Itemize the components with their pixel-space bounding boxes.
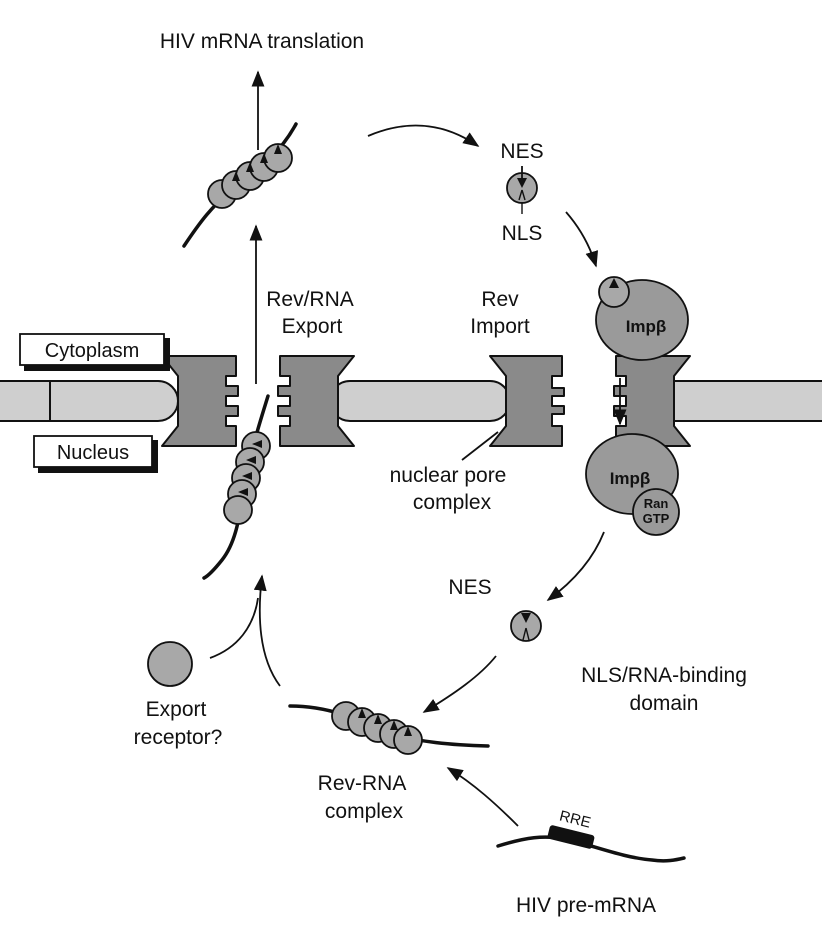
rev-rna-complex-label-line2: complex [325, 800, 404, 823]
complex-export-arrow [253, 574, 281, 687]
translation-label: HIV mRNA translation [160, 30, 364, 53]
rev-monomer-cytoplasm [506, 166, 538, 214]
nes-top-label: NES [500, 140, 543, 163]
membrane-segment-middle [329, 380, 511, 422]
export-label-line1: Rev/RNA [266, 288, 354, 311]
export-receptor-label-line2: receptor? [134, 726, 223, 749]
nls-top-label: NLS [502, 222, 543, 245]
import-label-line2: Import [470, 315, 530, 338]
nuclear-pore-right-import [489, 355, 565, 447]
nuclear-pore-center [277, 355, 355, 447]
npc-label-line2: complex [413, 491, 492, 514]
nls-domain-label-line2: domain [630, 692, 699, 715]
rev-rna-multimer [331, 701, 423, 755]
cycle-arrow-binding [422, 655, 497, 713]
importin-top-label: Impβ [626, 317, 667, 336]
importin-bottom-label: Impβ [610, 469, 651, 488]
npc-pointer-line [461, 431, 499, 461]
membrane-segment-far-left [0, 380, 51, 422]
membrane-segment-right [671, 380, 822, 422]
rev-monomer-nucleus [510, 610, 542, 642]
import-label-line1: Rev [481, 288, 519, 311]
npc-label-line1: nuclear pore [390, 464, 507, 487]
rre-element [547, 825, 595, 849]
nucleus-box: Nucleus [33, 435, 158, 473]
importin-beta-nucleus: Impβ Ran GTP [585, 433, 680, 536]
export-receptor-label-line1: Export [146, 698, 207, 721]
nuclear-rev-multimer [223, 431, 271, 525]
export-label-line2: Export [282, 315, 343, 338]
gtp-label: GTP [643, 511, 670, 526]
export-receptor [147, 641, 193, 687]
nuclear-envelope [0, 380, 822, 422]
cycle-arrow-to-importin [565, 211, 599, 268]
ran-label: Ran [644, 496, 669, 511]
cycle-arrow-release [546, 531, 605, 601]
nucleus-label: Nucleus [57, 442, 129, 464]
pre-mrna-strand [496, 835, 686, 863]
nls-domain-label-line1: NLS/RNA-binding [581, 664, 747, 687]
cytoplasm-rev-multimer [207, 143, 293, 209]
cycle-arrow-from-premrna [446, 767, 519, 827]
nuclear-pore-left [161, 355, 239, 447]
pre-mrna-label: HIV pre-mRNA [516, 894, 656, 917]
importin-beta-cytoplasm: Impβ [595, 276, 689, 361]
receptor-join-arrow [209, 597, 259, 659]
rev-rna-complex-label-line1: Rev-RNA [318, 772, 407, 795]
cycle-arrow-top [367, 124, 480, 147]
cytoplasm-label: Cytoplasm [45, 340, 139, 362]
cytoplasm-box: Cytoplasm [19, 333, 170, 371]
nes-bottom-label: NES [448, 576, 491, 599]
nuclear-pore-far-right [613, 355, 691, 447]
